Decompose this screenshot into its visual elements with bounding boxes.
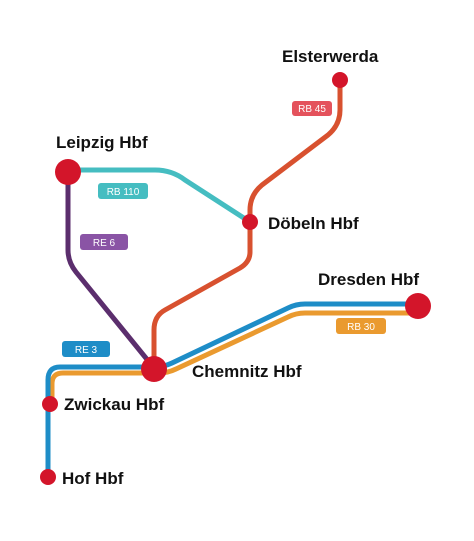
station-label-doebeln: Döbeln Hbf (268, 214, 359, 233)
line-rb45-track[interactable] (151, 77, 343, 371)
station-label-leipzig: Leipzig Hbf (56, 133, 148, 152)
station-label-hof: Hof Hbf (62, 469, 124, 488)
station-hof[interactable] (40, 469, 56, 485)
line-badge-rb45-label: RB 45 (298, 104, 326, 115)
line-badge-re6-label: RE 6 (93, 238, 116, 249)
line-badge-rb45: RB 45 (292, 101, 332, 116)
line-badge-rb30-label: RB 30 (347, 322, 375, 333)
line-re6-track[interactable] (65, 169, 157, 371)
line-badge-rb45-bg (292, 101, 332, 116)
station-doebeln[interactable] (242, 214, 258, 230)
station-label-chemnitz: Chemnitz Hbf (192, 362, 302, 381)
line-badge-re3: RE 3 (62, 341, 110, 357)
line-badge-re6-bg (80, 234, 128, 250)
line-badge-re3-bg (62, 341, 110, 357)
line-rb110-track[interactable] (65, 167, 253, 225)
line-badge-rb30: RB 30 (336, 318, 386, 334)
line-badge-re3-label: RE 3 (75, 345, 98, 356)
line-badge-re6: RE 6 (80, 234, 128, 250)
station-label-zwickau: Zwickau Hbf (64, 395, 164, 414)
line-badge-rb110-bg (98, 183, 148, 199)
line-badge-rb110-label: RB 110 (107, 187, 140, 198)
station-leipzig[interactable] (55, 159, 81, 185)
line-rb30-track[interactable] (49, 310, 421, 407)
line-badge-rb110: RB 110 (98, 183, 148, 199)
station-label-dresden: Dresden Hbf (318, 270, 419, 289)
station-chemnitz[interactable] (141, 356, 167, 382)
station-label-elsterwerda: Elsterwerda (282, 47, 379, 66)
line-badge-rb30-bg (336, 318, 386, 334)
station-dresden[interactable] (405, 293, 431, 319)
station-zwickau[interactable] (42, 396, 58, 412)
station-elsterwerda[interactable] (332, 72, 348, 88)
